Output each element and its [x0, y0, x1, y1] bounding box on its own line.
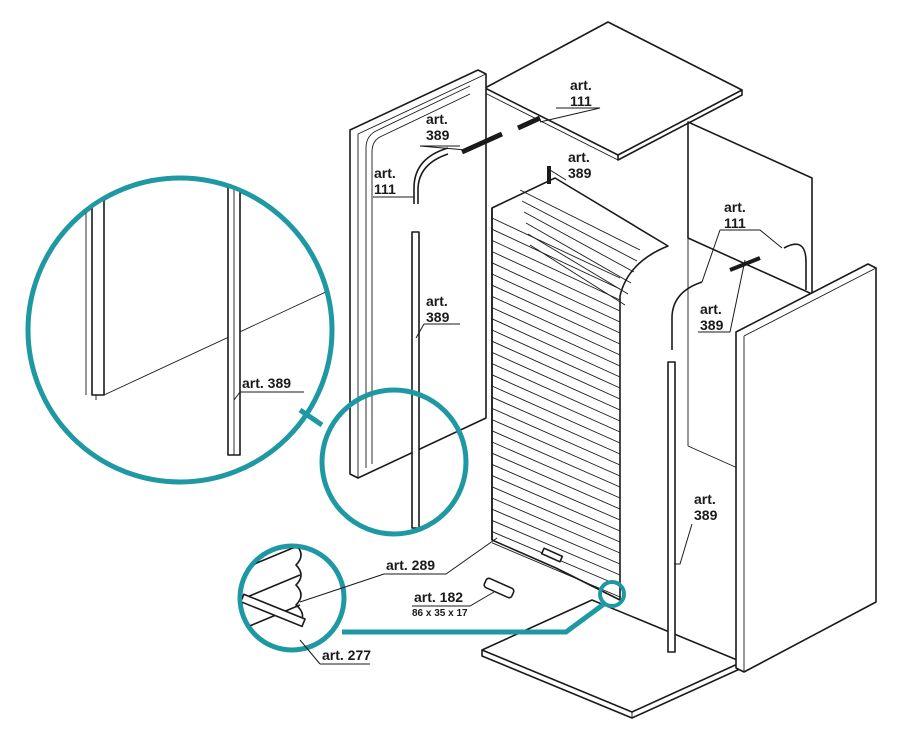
handle-part-182	[483, 577, 515, 599]
shutter-slat	[491, 262, 621, 323]
label-right-art389-l1: art.	[694, 491, 716, 507]
zoom-callout-corner	[598, 580, 626, 608]
shutter-slat	[491, 318, 621, 378]
tambour-shutter	[491, 177, 669, 601]
shutter-slat	[491, 419, 621, 477]
shutter-slat	[491, 497, 621, 554]
shutter-slat	[491, 329, 621, 389]
label-zoom-art389: art. 389	[242, 375, 291, 391]
label-right-top-art389-l2: 389	[700, 317, 724, 333]
shutter-handle	[540, 547, 564, 563]
shutter-slat	[491, 374, 621, 433]
shutter-slats	[491, 189, 641, 598]
shutter-slat	[491, 463, 621, 521]
label-topright-art389-l2: 389	[568, 165, 592, 181]
shutter-slat	[491, 385, 621, 444]
label-topright-art389-l1: art.	[568, 149, 590, 165]
label-right-top-art389-l1: art.	[700, 301, 722, 317]
label-left-art389-l1: art.	[426, 293, 448, 309]
label-right-art111-l2: 111	[724, 215, 746, 231]
shutter-slat-top	[519, 189, 641, 251]
top-rail-right	[516, 115, 542, 131]
shutter-slat	[491, 284, 621, 345]
label-top-art389-l2: 389	[426, 127, 450, 143]
shutter-slat	[491, 273, 621, 334]
labels: art. 111 art. 389 art. 389 art. 111 art.…	[242, 77, 746, 663]
label-right-art389-l2: 389	[694, 507, 718, 523]
shutter-slat	[491, 363, 621, 422]
top-panel	[484, 21, 743, 161]
shutter-slat-top	[523, 211, 635, 273]
left-vertical-rail	[411, 231, 420, 529]
shutter-slat	[491, 542, 621, 598]
shutter-slat	[491, 430, 621, 488]
shutter-slat	[491, 407, 621, 466]
label-top-art389-l1: art.	[426, 111, 448, 127]
shutter-slat	[491, 508, 621, 565]
label-right-art111-l1: art.	[724, 199, 746, 215]
shutter-slat	[491, 519, 621, 576]
leader-lines	[233, 107, 783, 665]
zoom-callout-small-rail	[319, 387, 469, 537]
callout-connector	[298, 407, 324, 428]
shutter-slat	[491, 340, 621, 400]
shutter-slat	[491, 228, 621, 290]
shutter-slat	[491, 351, 621, 411]
callout-connector-bottom	[342, 601, 606, 635]
shutter-slat-top	[521, 200, 638, 262]
right-side-panel	[735, 263, 877, 673]
shutter-slat	[491, 441, 621, 499]
shutter-slat	[491, 295, 621, 356]
label-left-art111-l1: art.	[374, 165, 396, 181]
shutter-slat-top	[529, 244, 626, 306]
right-vertical-rail	[667, 361, 676, 653]
label-left-art389-l2: 389	[426, 309, 450, 325]
shutter-slat	[491, 307, 621, 367]
shutter-slat	[491, 217, 621, 279]
shutter-slat-top	[527, 233, 629, 295]
label-art289: art. 289	[386, 557, 435, 573]
label-art182-dims: 86 x 35 x 17	[412, 608, 468, 619]
shutter-slat	[491, 239, 621, 301]
shutter-slat	[491, 452, 621, 510]
bottom-panel	[481, 599, 743, 719]
shutter-slat	[491, 396, 621, 455]
shutter-slat	[491, 251, 621, 312]
shutter-slat	[491, 475, 621, 532]
shutter-slat-top	[525, 222, 632, 284]
label-top-art111-l1: art.	[570, 77, 592, 93]
label-left-art111-l2: 111	[374, 181, 396, 197]
label-art277: art. 277	[322, 647, 371, 663]
guide-profiles	[411, 115, 807, 653]
zoom-callout-bottom	[237, 543, 347, 653]
label-top-art111-l2: 111	[570, 93, 592, 109]
zoom-callout-large	[25, 175, 335, 485]
top-rail-left	[460, 131, 504, 155]
label-art182: art. 182	[414, 589, 463, 605]
shutter-slat	[491, 486, 621, 543]
